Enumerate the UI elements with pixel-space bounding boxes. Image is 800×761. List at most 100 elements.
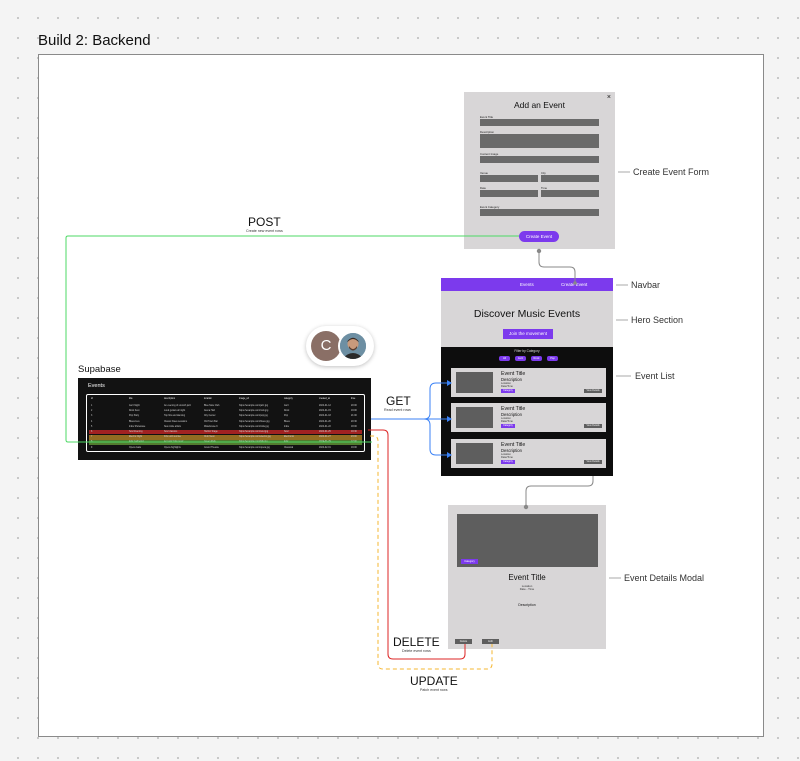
- table-cell: City Center: [204, 415, 216, 418]
- category-field[interactable]: [480, 209, 599, 216]
- table-cell: Classic blues sessions: [164, 420, 188, 423]
- event-title-field[interactable]: [480, 119, 599, 126]
- callout-event-list: Event List: [635, 371, 675, 381]
- hero-heading: Discover Music Events: [473, 308, 581, 320]
- view-details-button[interactable]: View Details: [584, 424, 602, 428]
- table-cell: Soul: [284, 431, 289, 433]
- update-label: UPDATE: [410, 674, 458, 688]
- venue-field[interactable]: [480, 175, 538, 182]
- table-cell: Arena Hall: [204, 410, 215, 413]
- table-cell: 20:00: [351, 405, 357, 407]
- close-icon[interactable]: ×: [606, 94, 611, 101]
- table-cell: New indie artists: [164, 425, 181, 428]
- table-cell: 5: [91, 425, 93, 428]
- table-cell: 2024-01-20: [319, 420, 331, 423]
- time-field[interactable]: [541, 190, 599, 197]
- table-header-cell: description: [164, 398, 176, 400]
- post-sub-label: Create new event rows: [246, 229, 283, 233]
- frame-title: Build 2: Backend: [38, 32, 151, 49]
- get-connector-upper: [423, 382, 447, 420]
- city-field[interactable]: [541, 175, 599, 182]
- callout-event-details-modal: Event Details Modal: [624, 573, 705, 583]
- delete-button[interactable]: Delete: [455, 639, 472, 644]
- table-cell: https://example.com/electro.jpg: [239, 436, 271, 439]
- table-cell: 2024-01-15: [319, 410, 331, 413]
- table-cell: Jazz Night: [129, 405, 140, 407]
- table-cell: Opera Gala: [129, 446, 141, 449]
- table-cell: Pop: [284, 415, 289, 418]
- connector-node: [573, 281, 577, 285]
- image-field[interactable]: [480, 156, 599, 163]
- filter-chip[interactable]: Jazz: [515, 356, 526, 361]
- join-button[interactable]: Join the movement: [503, 329, 553, 339]
- table-header-cell: created_at: [319, 398, 330, 400]
- table-cell: DJs until sunrise: [164, 436, 181, 439]
- get-label: GET: [386, 394, 411, 408]
- table-cell: Blues Live: [129, 420, 140, 423]
- description-field[interactable]: [480, 134, 599, 148]
- table-header-cell: location: [204, 398, 212, 400]
- table-cell: 20:30: [351, 420, 357, 423]
- nav-link-events[interactable]: Events: [520, 282, 534, 287]
- edit-button[interactable]: Edit: [482, 639, 499, 644]
- form-to-navbar-connector: [538, 249, 576, 283]
- modal-event-image: [457, 514, 598, 567]
- callout-create-event-form: Create Event Form: [633, 167, 710, 177]
- avatar[interactable]: C: [311, 331, 341, 361]
- table-cell: Blues: [284, 420, 290, 423]
- view-details-button[interactable]: View Details: [584, 460, 602, 464]
- table-cell: https://example.com/jazz.jpg: [239, 405, 268, 407]
- table-cell: Rock Fest: [129, 410, 140, 413]
- table-cell: Harbor Stage: [204, 431, 218, 433]
- get-sub-label: Read event rows: [384, 408, 411, 412]
- table-title: Events: [88, 383, 105, 389]
- table-cell: 1: [91, 405, 93, 407]
- date-field[interactable]: [480, 190, 538, 197]
- table-cell: https://example.com/rock.jpg: [239, 410, 269, 413]
- view-details-button[interactable]: View Details: [584, 389, 602, 393]
- table-cell: https://example.com/indie.jpg: [239, 425, 269, 428]
- form-field-label: Event Category: [480, 205, 500, 209]
- list-to-modal-connector: [525, 476, 594, 507]
- table-cell: Soul Evening: [129, 431, 143, 433]
- event-description: Description: [501, 448, 522, 453]
- delete-connector: [368, 429, 466, 660]
- table-cell: 2024-01-18: [319, 415, 331, 418]
- event-list-mockup: Filter by Category All Jazz Rock Pop Eve…: [441, 347, 613, 476]
- table-cell: Loud guitars all night: [164, 410, 186, 413]
- filter-chip[interactable]: Pop: [547, 356, 558, 361]
- avatar-photo[interactable]: [338, 331, 368, 361]
- post-label: POST: [248, 215, 281, 229]
- table-cell: 18:00: [351, 425, 357, 428]
- modal-category-badge: Category: [461, 559, 478, 564]
- event-image: [456, 407, 493, 428]
- form-title: Add an Event: [513, 100, 566, 110]
- category-badge: Category: [501, 389, 515, 393]
- table-cell: 9: [91, 446, 93, 449]
- modal-description: Description: [518, 603, 536, 607]
- create-event-form-mockup[interactable]: Add an Event × Event Title Description C…: [464, 92, 615, 249]
- filter-chip[interactable]: Rock: [531, 356, 542, 361]
- filter-chip[interactable]: All: [499, 356, 510, 361]
- form-field-label: Venue: [480, 171, 488, 175]
- table-header-cell: category: [284, 398, 293, 400]
- create-event-button[interactable]: Create Event: [519, 231, 559, 242]
- event-title: Event Title: [501, 442, 526, 448]
- table-cell: Blue Note Club: [204, 405, 220, 407]
- form-field-label: Description: [480, 130, 494, 134]
